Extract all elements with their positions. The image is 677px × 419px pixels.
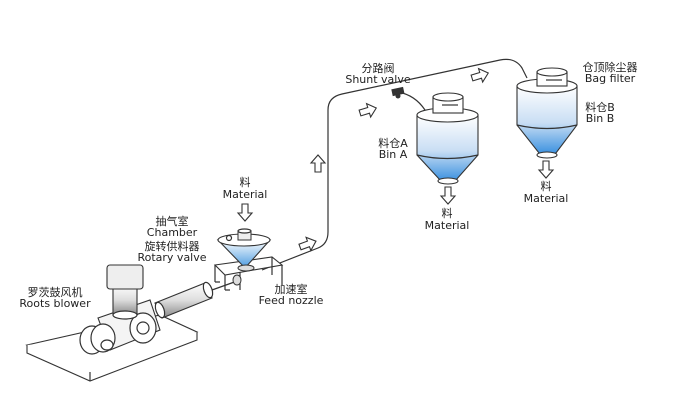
bin-a-label-en: Bin A xyxy=(379,148,408,161)
bin-b-label-zh: 料仓B xyxy=(585,100,615,114)
material-in-label-zh: 料 xyxy=(240,175,251,189)
material-out-arrow-b xyxy=(538,160,554,179)
chamber-label-en: Chamber xyxy=(147,226,198,239)
rotary-valve-label-zh: 旋转供料器 xyxy=(145,239,200,253)
material-out-arrow-a xyxy=(440,186,456,205)
bag-filter-label-en: Bag filter xyxy=(585,72,636,85)
material-b-label-en: Material xyxy=(524,192,569,205)
rotary-valve-assembly xyxy=(213,228,284,291)
flow-arrow-nozzle xyxy=(297,234,319,255)
material-in-label-en: Material xyxy=(223,188,268,201)
shunt-valve-label-zh: 分路阀 xyxy=(362,61,395,75)
bag-filter-label-zh: 仓顶除尘器 xyxy=(583,60,638,74)
material-a-label-zh: 料 xyxy=(442,206,453,220)
shunt-valve-label-en: Shunt valve xyxy=(345,73,411,86)
roots-blower xyxy=(79,264,161,355)
roots-blower-label-en: Roots blower xyxy=(19,297,91,310)
flow-arrow-pipe-1 xyxy=(357,100,379,121)
roots-blower-label-zh: 罗茨鼓风机 xyxy=(28,285,83,299)
air-pipe xyxy=(154,279,241,319)
bin-a-label-zh: 料仓A xyxy=(378,136,408,150)
feed-nozzle-label-en: Feed nozzle xyxy=(259,294,324,307)
flow-arrow-pipe-2 xyxy=(469,65,491,86)
flow-arrow-up xyxy=(310,154,326,173)
material-b-label-zh: 料 xyxy=(541,179,552,193)
material-in-arrow xyxy=(237,203,253,222)
bin-b xyxy=(516,67,578,159)
feed-nozzle-label-zh: 加速室 xyxy=(275,282,308,296)
conveying-pipe xyxy=(261,58,528,271)
shunt-valve xyxy=(391,86,405,99)
branch-pipe xyxy=(397,91,426,111)
chamber-label-zh: 抽气室 xyxy=(156,214,189,228)
bin-a xyxy=(416,92,479,185)
bin-b-label-en: Bin B xyxy=(586,112,615,125)
material-a-label-en: Material xyxy=(425,219,470,232)
rotary-valve-label-en: Rotary valve xyxy=(137,251,206,264)
